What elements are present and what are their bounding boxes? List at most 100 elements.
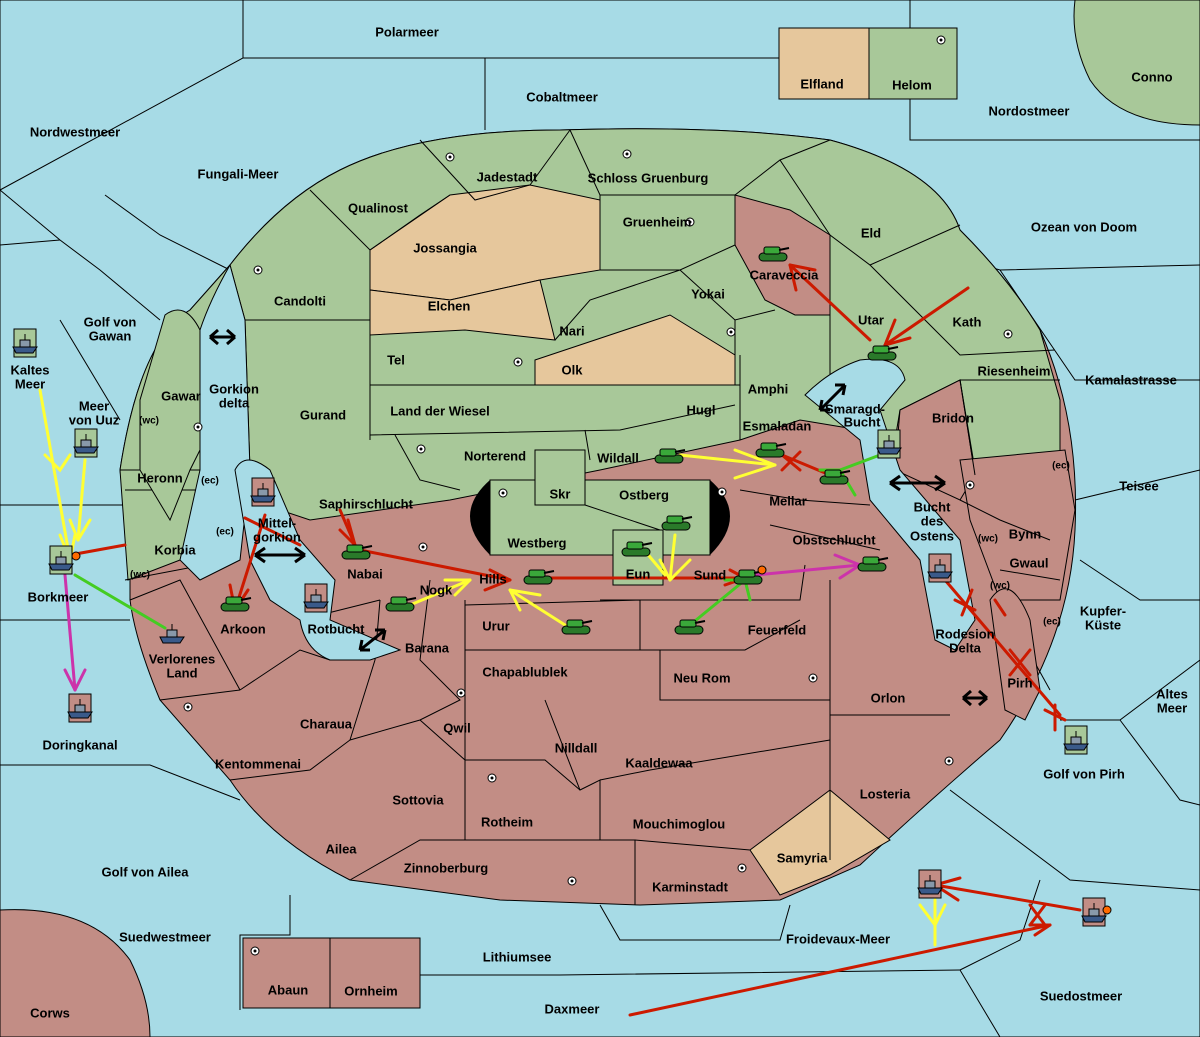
label-tel: Tel xyxy=(387,352,405,367)
army-tank-icon[interactable] xyxy=(819,469,851,485)
label-gruenheim: Gruenheim xyxy=(623,214,692,229)
army-tank-icon[interactable] xyxy=(857,556,889,572)
fleet-ship-icon[interactable] xyxy=(917,869,943,899)
label-kamalastrasse: Kamalastrasse xyxy=(1085,372,1177,387)
gawar-region[interactable] xyxy=(139,309,211,522)
army-tank-icon[interactable] xyxy=(758,246,790,262)
label-caraveccia: Caraveccia xyxy=(750,267,819,282)
army-tank-icon[interactable] xyxy=(561,619,593,635)
label-golf-von-ailea: Golf von Ailea xyxy=(102,864,190,879)
label-mittel-gorkion-1: Mittel- xyxy=(258,515,296,530)
label-verlorenes-land-2: Land xyxy=(166,665,197,680)
label-froidevaux-meer: Froidevaux-Meer xyxy=(786,931,890,946)
fleet-ship-icon[interactable] xyxy=(876,429,902,459)
fleet-ship-icon[interactable] xyxy=(303,583,329,613)
label-kupfer-kueste-1: Kupfer- xyxy=(1080,603,1126,618)
label-coast-heronn-ec: (ec) xyxy=(201,476,219,487)
supply-center-dot xyxy=(501,491,505,495)
label-coast-bynn-wc: (wc) xyxy=(978,534,998,545)
label-candolti: Candolti xyxy=(274,293,326,308)
label-obstschlucht: Obstschlucht xyxy=(792,532,876,547)
army-tank-icon[interactable] xyxy=(661,515,693,531)
label-hugl: Hugl xyxy=(687,402,716,417)
label-rodesion-delta-1: Rodesion xyxy=(935,626,994,641)
label-qwil: Qwil xyxy=(443,720,470,735)
supply-center-dot xyxy=(968,483,972,487)
label-coast-korbia-wc: (wc) xyxy=(130,570,150,581)
supply-center-dot xyxy=(811,676,815,680)
label-kath: Kath xyxy=(953,314,982,329)
army-tank-icon[interactable] xyxy=(733,569,765,585)
fleet-ship-icon[interactable] xyxy=(1063,725,1089,755)
label-mellar: Mellar xyxy=(769,493,807,508)
fleet-ship-icon[interactable] xyxy=(48,545,74,575)
label-kupfer-kueste-2: Küste xyxy=(1085,617,1121,632)
supply-center-dot xyxy=(459,691,463,695)
elfland-region[interactable] xyxy=(778,27,870,100)
label-gorkion-delta-2: delta xyxy=(219,395,250,410)
explosion-icon xyxy=(1102,905,1112,915)
label-coast-gwaul-wc: (wc) xyxy=(990,581,1010,592)
supply-center-dot xyxy=(720,490,724,494)
supply-center-dot xyxy=(625,152,629,156)
label-kaltes-meer-1: Kaltes xyxy=(10,362,49,377)
army-tank-icon[interactable] xyxy=(523,569,555,585)
label-rotbucht: Rotbucht xyxy=(307,621,365,636)
label-altes-meer-1: Altes xyxy=(1156,686,1188,701)
label-mouchimoglou: Mouchimoglou xyxy=(633,816,725,831)
army-tank-icon[interactable] xyxy=(654,448,686,464)
label-smaragd-bucht-1: Smaragd- xyxy=(825,401,885,416)
army-tank-icon[interactable] xyxy=(867,345,899,361)
label-kentommenai: Kentommenai xyxy=(215,756,301,771)
label-esmaladan: Esmaladan xyxy=(743,418,812,433)
label-golf-von-gawan-1: Golf von xyxy=(84,314,137,329)
fleet-ship-icon[interactable] xyxy=(250,477,276,507)
conno-region[interactable] xyxy=(1073,0,1200,126)
army-tank-icon[interactable] xyxy=(755,442,787,458)
supply-center-dot xyxy=(570,879,574,883)
supply-center-dot xyxy=(256,268,260,272)
ornheim-region[interactable] xyxy=(329,937,421,1009)
label-pirh: Pirh xyxy=(1007,675,1032,690)
label-coast-gawar-wc: (wc) xyxy=(139,416,159,427)
army-tank-icon[interactable] xyxy=(220,596,252,612)
label-saphirschlucht: Saphirschlucht xyxy=(319,496,414,511)
fleet-ship-icon[interactable] xyxy=(12,328,38,358)
label-olk: Olk xyxy=(562,362,584,377)
label-samyria: Samyria xyxy=(777,850,828,865)
label-heronn: Heronn xyxy=(137,470,183,485)
fleet-ship-icon[interactable] xyxy=(67,693,93,723)
corws-region[interactable] xyxy=(0,909,151,1037)
label-corws: Corws xyxy=(30,1005,70,1020)
label-borkmeer: Borkmeer xyxy=(28,589,89,604)
supply-center-dot xyxy=(490,776,494,780)
label-kaaldewaa: Kaaldewaa xyxy=(625,755,693,770)
fleet-ship-icon[interactable] xyxy=(73,428,99,458)
label-nilldall: Nilldall xyxy=(555,740,598,755)
fleet-ship-icon[interactable] xyxy=(159,624,185,644)
label-doringkanal: Doringkanal xyxy=(42,737,117,752)
gorkion-delta-sea[interactable] xyxy=(179,263,251,581)
explosion-icon xyxy=(71,551,81,561)
army-tank-icon[interactable] xyxy=(674,619,706,635)
label-karminstadt: Karminstadt xyxy=(652,879,729,894)
label-losteria: Losteria xyxy=(860,786,911,801)
label-gwaul: Gwaul xyxy=(1009,555,1048,570)
label-meer-von-uuz-2: von Uuz xyxy=(69,412,120,427)
supply-center-dot xyxy=(688,220,692,224)
fleet-ship-icon[interactable] xyxy=(1081,897,1107,927)
label-nordostmeer: Nordostmeer xyxy=(989,103,1070,118)
army-tank-icon[interactable] xyxy=(385,596,417,612)
label-smaragd-bucht-2: Bucht xyxy=(844,414,882,429)
army-tank-icon[interactable] xyxy=(341,544,373,560)
label-neu-rom: Neu Rom xyxy=(673,670,730,685)
fleet-ship-icon[interactable] xyxy=(927,553,953,583)
move-arrows xyxy=(38,263,1082,1017)
label-chapablublek: Chapablublek xyxy=(482,664,568,679)
label-ailea: Ailea xyxy=(325,841,357,856)
label-bucht-des-ostens-3: Ostens xyxy=(910,528,954,543)
label-gorkion-delta-1: Gorkion xyxy=(209,381,259,396)
army-tank-icon[interactable] xyxy=(621,541,653,557)
mittelgorkion-rotbucht-sea[interactable] xyxy=(234,459,402,661)
label-utar: Utar xyxy=(858,312,884,327)
